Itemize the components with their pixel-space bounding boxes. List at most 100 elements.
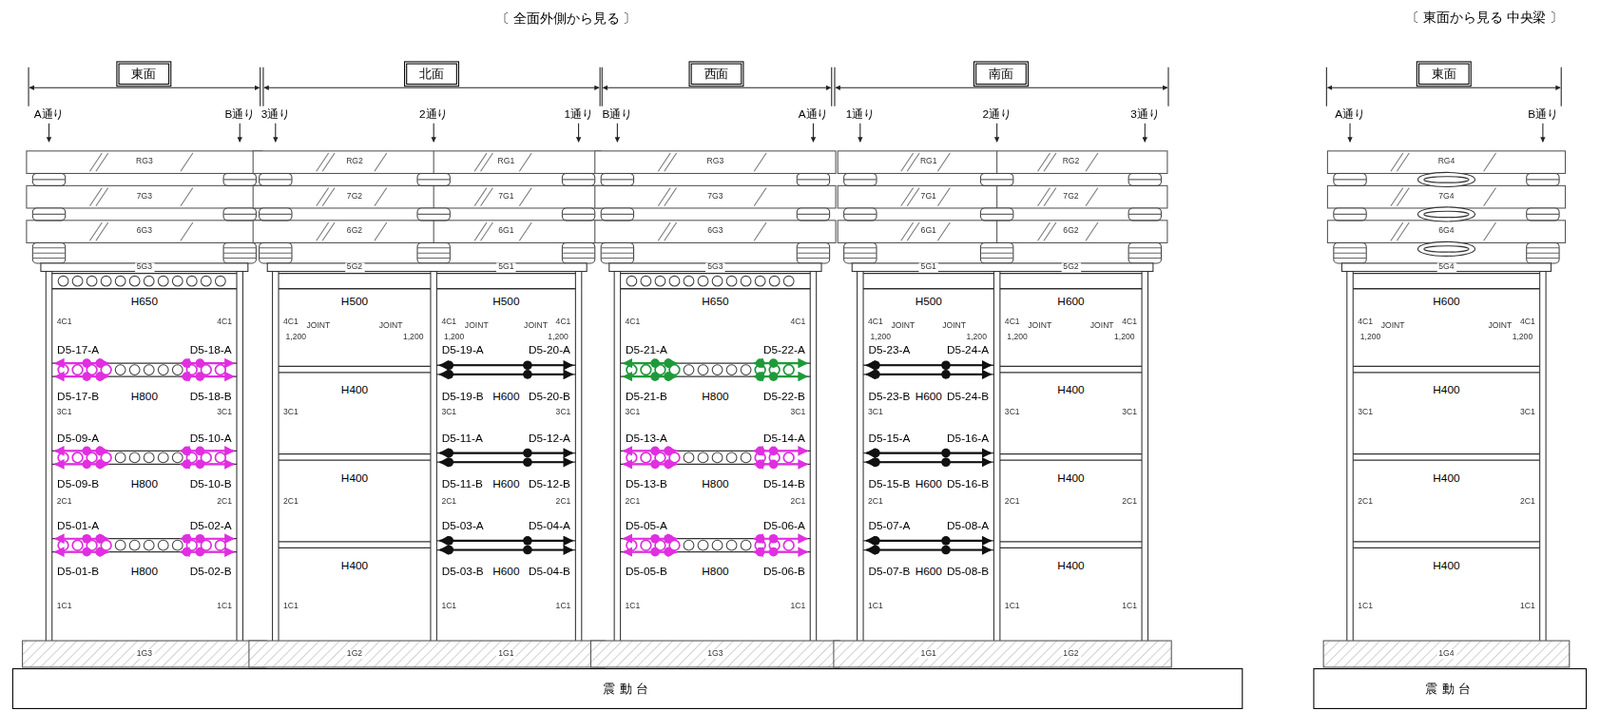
sensor-label: D5-01-A: [57, 519, 99, 532]
web-opening: [115, 539, 126, 551]
elevation-heading: 西面: [689, 60, 745, 87]
web-opening: [129, 365, 140, 376]
strain-gauge: [941, 369, 951, 380]
sensor-label: D5-05-A: [625, 519, 668, 532]
web-opening: [200, 275, 212, 287]
member-tag: 7G1: [496, 192, 517, 201]
bearing-layer: [980, 178, 1013, 180]
strain-gauge: [522, 360, 533, 370]
gauge-arrow: [866, 539, 991, 542]
hatch-mark: [1396, 222, 1409, 241]
strain-gauge: [769, 534, 779, 544]
joint-note: 1,200: [965, 333, 987, 343]
steel-column: [1141, 271, 1143, 642]
rubber-bearing: [844, 242, 877, 263]
beam-size: H800: [700, 565, 730, 579]
grid-label: A通り: [798, 108, 829, 121]
sensor-label: D5-02-A: [190, 519, 232, 532]
hatch-mark: [937, 153, 950, 172]
strain-gauge: [522, 448, 533, 459]
column-tag: 1C1: [625, 602, 641, 612]
grid-label: B通り: [1527, 108, 1558, 121]
web-opening: [72, 275, 83, 287]
hatch-mark: [753, 222, 767, 241]
web-opening: [129, 539, 140, 551]
dimension-line: [835, 87, 1168, 89]
gauge-arrow: [866, 364, 991, 367]
beam-size: H600: [491, 565, 521, 579]
strain-gauge: [182, 534, 193, 544]
bearing-layer: [32, 257, 65, 259]
steel-column: [809, 271, 811, 642]
hatch-mark: [1390, 187, 1404, 206]
column-tag: 4C1: [1121, 317, 1138, 327]
web-opening: [783, 275, 794, 287]
gauge-arrow: [440, 373, 574, 376]
member-tag: 6G3: [134, 227, 155, 236]
sensor-label: D5-09-B: [57, 477, 99, 490]
strain-gauge: [443, 360, 454, 370]
grid-label: A通り: [1334, 108, 1365, 121]
strain-gauge: [650, 371, 660, 382]
grid-arrow: [812, 123, 814, 142]
member-tag: 7G3: [134, 192, 155, 201]
beam-size: H600: [491, 389, 521, 403]
rubber-bearing: [32, 242, 65, 263]
web-opening: [726, 452, 737, 463]
beam-size: H650: [130, 294, 159, 308]
strain-gauge: [941, 536, 951, 546]
hatch-mark: [937, 222, 950, 241]
roof-beam: [863, 288, 994, 290]
slab-joint: [433, 185, 435, 209]
grid-label: 1通り: [846, 108, 875, 121]
hatch-mark: [664, 222, 677, 241]
column-tag: 2C1: [1357, 497, 1373, 506]
steel-column: [815, 271, 817, 642]
beam-size: H800: [700, 477, 730, 490]
floor-beam: [52, 551, 237, 553]
joint-note: 1,200: [1006, 333, 1028, 343]
bearing-layer: [844, 257, 877, 259]
grid-arrow: [1144, 123, 1146, 142]
member-tag: 5G2: [345, 262, 366, 271]
hatch-mark: [906, 222, 920, 241]
beam-size: H400: [340, 384, 369, 397]
beam-size: H400: [340, 471, 369, 484]
slab-joint: [996, 151, 998, 174]
strain-gauge: [769, 371, 779, 382]
grid-arrow: [578, 123, 579, 142]
strain-gauge: [522, 545, 533, 556]
hatch-mark: [1484, 222, 1497, 241]
hatch-mark: [906, 187, 920, 206]
web-opening: [640, 452, 652, 463]
bearing-layer: [600, 247, 634, 249]
web-opening: [72, 539, 83, 551]
web-opening: [186, 275, 197, 287]
hatch-mark: [1038, 222, 1051, 241]
bearing-layer: [600, 257, 634, 259]
dimension-tick: [259, 67, 261, 107]
steel-column: [242, 271, 244, 642]
hatch-mark: [316, 222, 329, 241]
bearing-layer: [259, 178, 292, 180]
web-opening: [640, 365, 652, 376]
hatch-mark: [1085, 153, 1099, 172]
joint-note: 1,200: [1512, 333, 1534, 343]
grid-arrow: [1542, 123, 1543, 142]
strain-gauge: [95, 446, 105, 457]
roof-beam: [863, 272, 994, 274]
roof-beam: [1352, 288, 1540, 290]
hatch-mark: [901, 153, 914, 172]
strain-gauge: [195, 547, 206, 558]
bearing-layer: [980, 252, 1013, 254]
web-opening: [143, 539, 155, 551]
floor-beam: [436, 549, 576, 551]
hatch-mark: [180, 153, 193, 172]
web-opening: [626, 275, 637, 287]
web-opening: [683, 365, 694, 376]
strain-gauge: [650, 460, 660, 470]
rubber-bearing: [259, 242, 292, 263]
web-opening: [712, 365, 723, 376]
bearing-layer: [600, 252, 634, 254]
member-tag: 7G3: [705, 192, 726, 201]
